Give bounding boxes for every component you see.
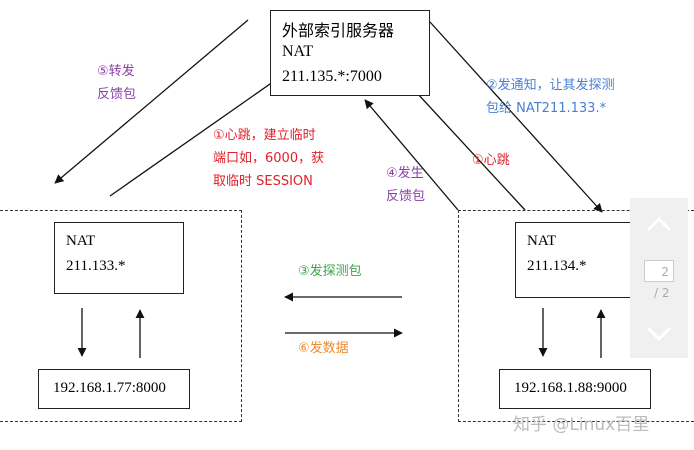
arrow-right-feedback-to-server: [364, 99, 459, 211]
index-server-box: 外部索引服务器 NAT 211.135.*:7000: [270, 10, 430, 96]
page-up-button[interactable]: [644, 210, 674, 240]
page-number-input[interactable]: 2: [644, 260, 674, 282]
server-nat-label: NAT: [282, 43, 314, 60]
label-step5-forward-feedback: ⑤转发 反馈包: [97, 64, 137, 102]
left-network-region: [0, 210, 242, 422]
left-host-box: 192.168.1.77:8000: [38, 369, 190, 409]
watermark: 知乎 @Linux百里: [513, 415, 650, 435]
right-nat-box: NAT 211.134.*: [515, 222, 645, 298]
label-step3-probe: ③发探测包: [298, 264, 362, 279]
label-step1-left-heartbeat: ①心跳，建立临时 端口如，6000，获 取临时 SESSION: [213, 128, 325, 189]
right-network-region: [458, 210, 694, 422]
page-total: / 2: [654, 286, 670, 300]
right-host-address: 192.168.1.88:9000: [514, 380, 627, 396]
label-step6-data: ⑥发数据: [298, 341, 349, 356]
arrow-server-to-right-nat: [429, 21, 603, 213]
right-nat-address: 211.134.*: [527, 258, 587, 274]
label-step4-send-feedback: ④发生 反馈包: [386, 166, 426, 204]
right-nat-label: NAT: [527, 233, 557, 249]
server-address: 211.135.*:7000: [282, 68, 382, 85]
label-step1-right-heartbeat: ①心跳: [472, 153, 510, 168]
arrow-server-to-left-nat: [54, 19, 249, 184]
right-host-box: 192.168.1.88:9000: [499, 369, 651, 409]
chevron-down-icon: [646, 326, 672, 342]
left-host-address: 192.168.1.77:8000: [53, 380, 166, 396]
page-navigator: 2 / 2: [630, 198, 688, 358]
arrow-right-nat-to-server-heartbeat: [404, 79, 526, 211]
left-nat-box: NAT 211.133.*: [54, 222, 184, 294]
left-nat-label: NAT: [66, 233, 96, 249]
left-nat-address: 211.133.*: [66, 258, 126, 274]
server-title: 外部索引服务器: [282, 23, 395, 40]
chevron-up-icon: [646, 216, 672, 232]
arrow-left-nat-to-server: [109, 69, 291, 197]
page-down-button[interactable]: [644, 318, 674, 348]
label-step2-notify: ②发通知，让其发探测 包给 NAT211.133.*: [486, 78, 615, 116]
